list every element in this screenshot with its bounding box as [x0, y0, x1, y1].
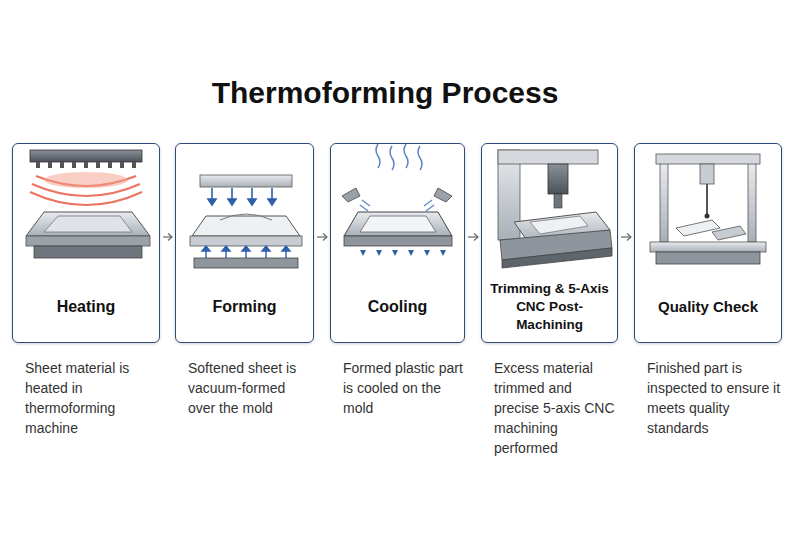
flow-arrow	[468, 234, 478, 241]
flow-arrow	[163, 234, 172, 241]
step-heading: Cooling	[335, 296, 460, 318]
step-description: Finished part is inspected to ensure it …	[647, 358, 781, 438]
step-description: Sheet material is heated in thermoformin…	[25, 358, 159, 438]
heating-illustration	[26, 150, 150, 258]
step-heading: Trimming & 5-Axis CNC Post-Machining	[486, 280, 613, 335]
process-box: Quality CheckFinished part is inspected …	[634, 143, 782, 343]
process-box: HeatingSheet material is heated in therm…	[12, 143, 160, 343]
process-box: Trimming & 5-Axis CNC Post-MachiningExce…	[481, 143, 618, 343]
step-description: Formed plastic part is cooled on the mol…	[343, 358, 464, 418]
cooling-illustration	[342, 144, 452, 256]
flow-arrow	[621, 234, 631, 241]
step-description: Excess material trimmed and precise 5-ax…	[494, 358, 617, 458]
process-box: FormingSoftened sheet is vacuum-formed o…	[175, 143, 314, 343]
flow-arrow	[317, 234, 327, 241]
step-heading: Quality Check	[639, 297, 777, 317]
step-heading: Heating	[17, 296, 155, 318]
step-description: Softened sheet is vacuum-formed over the…	[188, 358, 313, 418]
cnc-illustration	[498, 150, 612, 268]
cmm-illustration	[650, 154, 766, 264]
step-heading: Forming	[180, 296, 309, 318]
forming-illustration	[190, 175, 302, 268]
process-box: CoolingFormed plastic part is cooled on …	[330, 143, 465, 343]
diagram-title: Thermoforming Process	[0, 76, 770, 110]
